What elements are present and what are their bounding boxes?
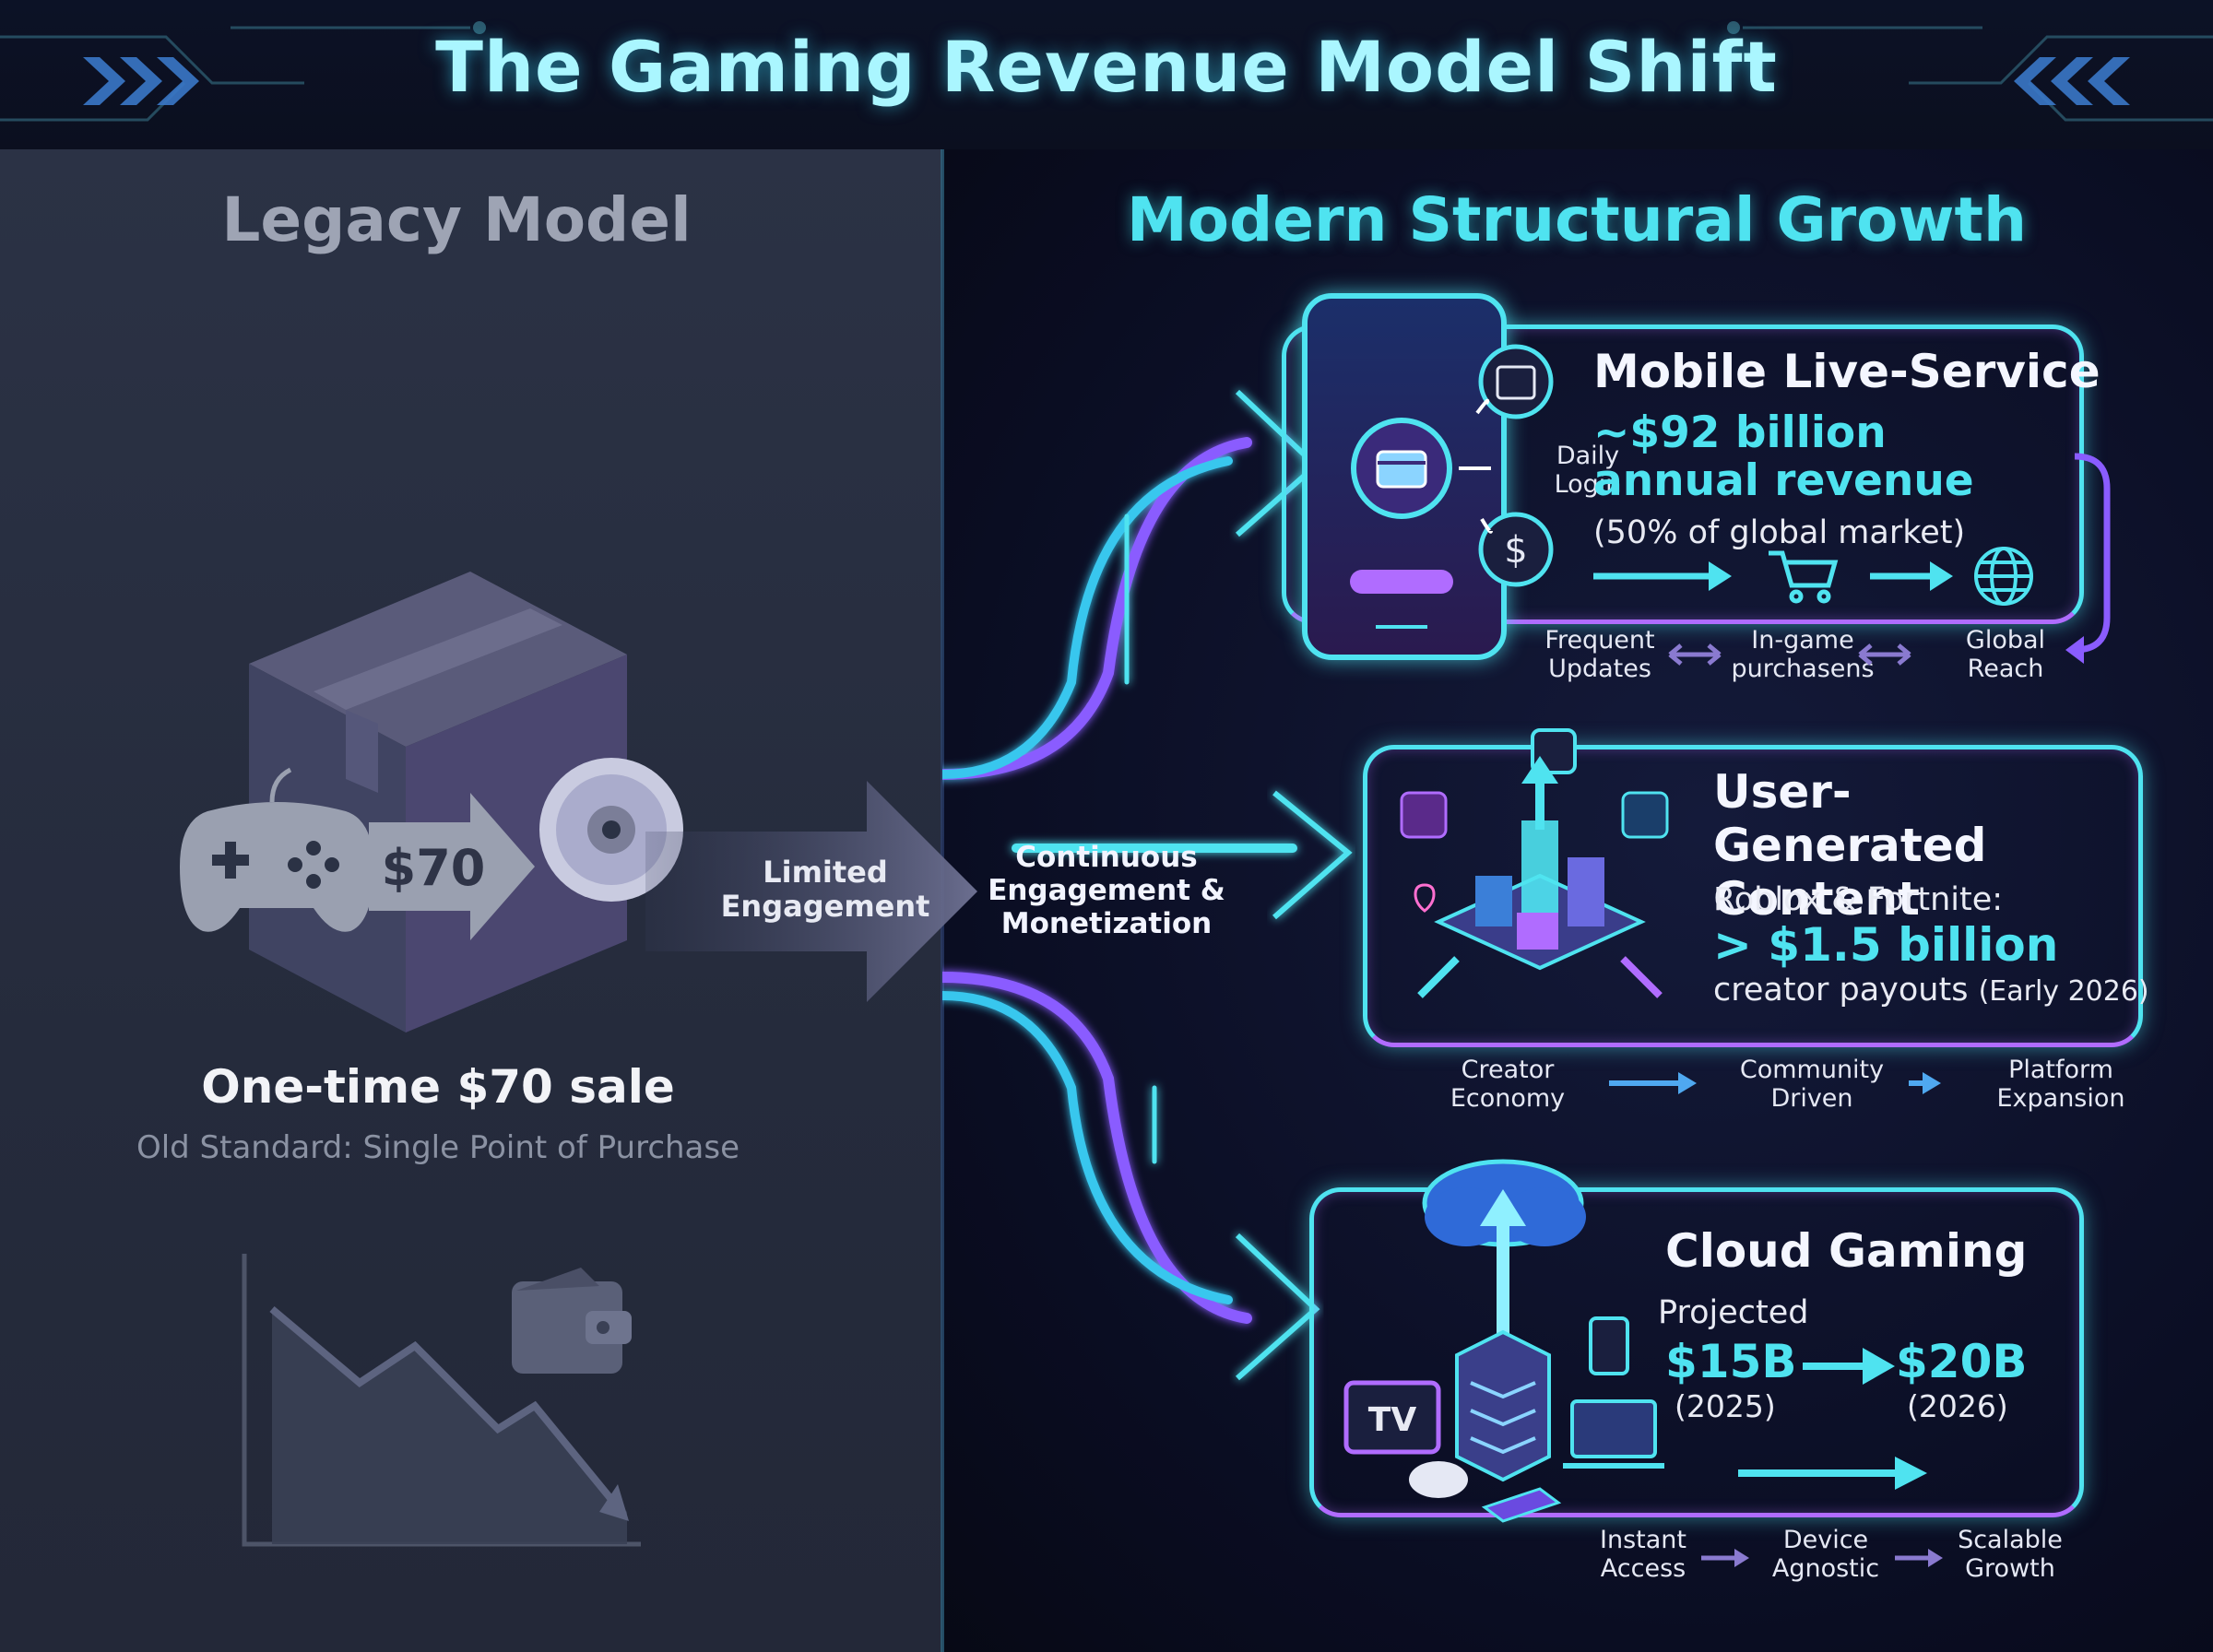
mobile-flow-connectors <box>1668 643 1911 666</box>
controller-icon <box>1409 1461 1468 1498</box>
declining-chart-icon <box>242 1254 641 1547</box>
sale-title: One-time $70 sale <box>201 1060 675 1114</box>
flow-device-agnostic: Device Agnostic <box>1771 1526 1880 1583</box>
price-tag: $70 <box>382 839 486 897</box>
legacy-heading: Legacy Model <box>221 184 692 255</box>
mobile-stat: ~$92 billion annual revenue (50% of glob… <box>1593 409 2027 557</box>
page-title: The Gaming Revenue Model Shift <box>435 26 1778 108</box>
flow-ingame-purchases: In-game purchasens <box>1731 626 1875 683</box>
flow-frequent-updates: Frequent Updates <box>1544 626 1655 683</box>
phone-contents: $ <box>1350 344 1554 629</box>
legacy-illustration: $70 <box>180 572 683 1032</box>
mobile-stat-highlight: ~$92 billion annual revenue <box>1593 407 1974 506</box>
cloud-underline-arrow <box>1738 1457 1927 1490</box>
svg-text:$: $ <box>1504 529 1527 572</box>
tablet-icon <box>1589 1316 1629 1375</box>
arrowhead-bottom <box>1235 1233 1320 1381</box>
cloud-to-value: $20B <box>1896 1335 2028 1388</box>
limited-arrow <box>645 781 977 1002</box>
ugc-platforms: Roblox & Fortnite: <box>1713 881 2004 918</box>
ugc-card <box>1363 745 2143 1047</box>
price-arrow <box>369 793 535 940</box>
flow-scalable-growth: Scalable Growth <box>1958 1526 2063 1583</box>
daily-login-label: Daily Login <box>1554 442 1622 499</box>
chevrons-left-icon <box>83 57 199 105</box>
cloud-to-year: (2026) <box>1907 1388 2008 1424</box>
sale-subtitle: Old Standard: Single Point of Purchase <box>136 1129 740 1166</box>
cloud-from-year: (2025) <box>1675 1388 1776 1424</box>
mobile-card <box>1282 324 2084 624</box>
laptop-icon <box>1563 1399 1664 1469</box>
calendar-icon <box>1478 344 1554 419</box>
header-decor <box>0 21 2213 122</box>
mobile-return-arrow <box>2065 453 2111 664</box>
ugc-stat-line: creator payouts (Early 2026) <box>1713 972 2149 1009</box>
mobile-stat-rest: (50% of global market) <box>1593 514 1966 551</box>
flow-instant-access: Instant Access <box>1600 1526 1686 1583</box>
ugc-stat-highlight: > $1.5 billion <box>1713 918 2059 972</box>
image-icon <box>1400 791 1448 839</box>
cloud-title: Cloud Gaming <box>1665 1224 2028 1278</box>
cloud-flow-arrows <box>1701 1549 1943 1567</box>
cloud-growth-arrow <box>1803 1348 1895 1385</box>
chevrons-right-icon <box>2014 57 2130 105</box>
heart-icon <box>1414 883 1436 913</box>
server-icon <box>1455 1329 1551 1482</box>
cloud-illustration: TV <box>1343 1159 1664 1523</box>
flow-creator-economy: Creator Economy <box>1450 1056 1566 1113</box>
cloud-card <box>1309 1187 2084 1517</box>
ugc-flow-arrows <box>1609 1072 1941 1094</box>
ugc-stat-rest: creator payouts <box>1713 972 1969 1009</box>
treasure-chest-icon <box>1376 450 1427 489</box>
phone-small-icon <box>1481 1487 1562 1523</box>
mobile-title: Mobile Live-Service <box>1593 345 2101 398</box>
flow-community-driven: Community Driven <box>1739 1056 1885 1113</box>
limited-engagement-label: Limited Engagement <box>720 855 930 924</box>
mobile-flow-icons <box>1593 547 2033 606</box>
tv-label: TV <box>1368 1401 1417 1439</box>
wallet-icon <box>512 1268 632 1374</box>
flow-global-reach: Global Reach <box>1965 626 2046 683</box>
gamepad-icon <box>180 767 373 932</box>
cloud-projected: Projected <box>1658 1294 1809 1331</box>
cloud-from-value: $15B <box>1665 1335 1797 1388</box>
cart-icon <box>1769 550 1839 604</box>
coin-icon <box>1478 512 1554 587</box>
profile-icon <box>1621 791 1669 839</box>
ugc-title: User-Generated Content <box>1713 765 1987 926</box>
modern-heading: Modern Structural Growth <box>1126 184 2028 255</box>
ugc-illustration <box>1400 728 1669 998</box>
continuous-engagement-label: Continuous Engagement & Monetization <box>988 841 1225 940</box>
arrowhead-mid <box>1272 790 1353 920</box>
flow-platform-expansion: Platform Expansion <box>1996 1056 2125 1113</box>
tv-icon: TV <box>1343 1380 1441 1455</box>
ugc-stat-date: (Early 2026) <box>1978 975 2149 1008</box>
globe-icon <box>1974 547 2033 606</box>
